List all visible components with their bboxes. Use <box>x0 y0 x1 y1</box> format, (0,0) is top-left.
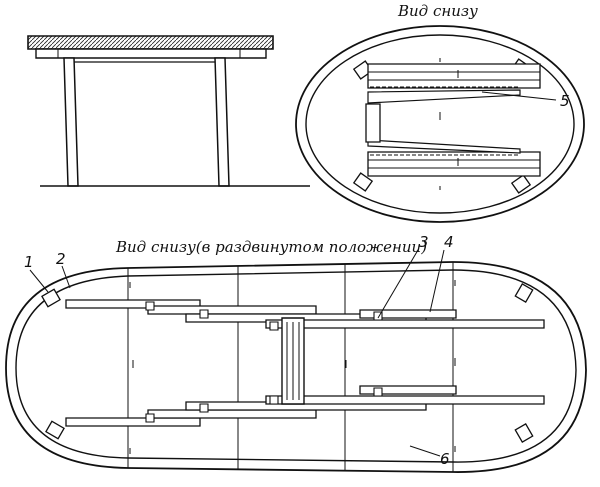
extended-runner <box>148 410 316 418</box>
extended-runner <box>266 396 544 404</box>
extended-block <box>46 421 64 438</box>
bottom-view-runner-top <box>368 64 540 88</box>
extended-bottom-view <box>6 250 586 472</box>
extended-runner <box>266 320 544 328</box>
leader-line-1 <box>30 270 48 292</box>
extended-runner <box>148 306 316 314</box>
leader-line-6 <box>410 446 440 456</box>
extended-block <box>515 424 532 442</box>
side-view-leg-right <box>215 58 229 186</box>
callout-4: 4 <box>444 233 454 251</box>
bottom-view-block <box>354 173 372 191</box>
bottom-view-oval <box>296 26 584 222</box>
callout-3: 3 <box>419 233 429 251</box>
extended-runner <box>360 386 456 394</box>
bottom-view-runner-bottom <box>368 152 540 176</box>
leader-line-5 <box>482 92 556 100</box>
extended-runner <box>360 310 456 318</box>
leader-line-4 <box>430 250 444 312</box>
caption-bottom-view-extended: Вид снизу(в раздвинутом положении) <box>116 238 428 256</box>
extended-block <box>515 284 532 302</box>
bottom-view-cross-member <box>366 104 380 142</box>
extended-runner <box>66 300 200 308</box>
callout-1: 1 <box>24 253 34 271</box>
extended-runner <box>66 418 200 426</box>
bottom-view-inner-rim <box>306 35 574 213</box>
callout-2: 2 <box>56 250 66 268</box>
leader-line-2 <box>62 266 70 288</box>
side-view-apron <box>36 49 266 58</box>
bottom-view-block <box>512 175 530 193</box>
extended-block <box>42 289 60 306</box>
callout-5: 5 <box>560 92 570 110</box>
caption-bottom-view: Вид снизу <box>398 2 478 20</box>
callout-6: 6 <box>440 450 450 468</box>
leader-line-3 <box>378 250 418 318</box>
bottom-view-outer-rim <box>296 26 584 222</box>
side-view-leg-left <box>64 58 78 186</box>
side-view-tabletop <box>28 36 273 49</box>
